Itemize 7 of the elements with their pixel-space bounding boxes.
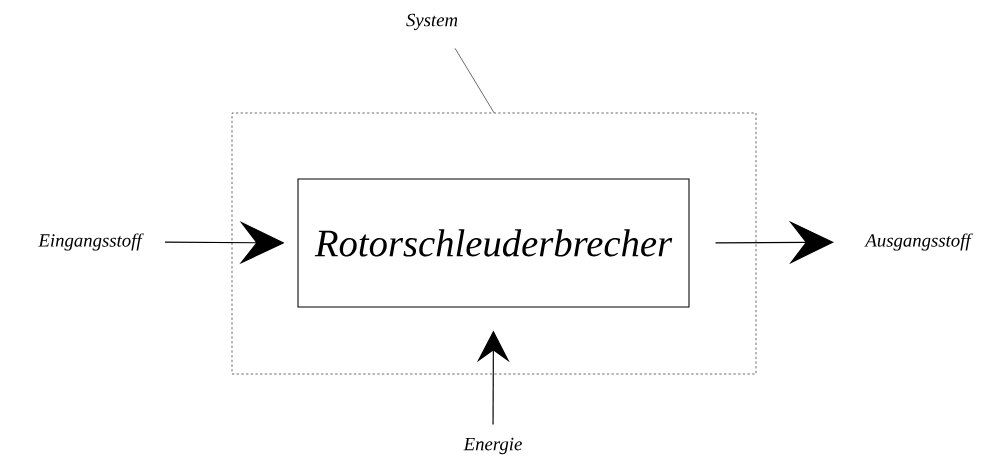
text-label: Ausgangsstoff <box>864 233 973 251</box>
text-label: Eingangsstoff <box>38 233 144 251</box>
system-boundary <box>231 112 757 375</box>
leader-line <box>454 48 495 113</box>
text-label: Energie <box>463 437 522 455</box>
process-box: Rotorschleuderbrecher <box>297 178 690 308</box>
text-label: System <box>406 13 458 31</box>
